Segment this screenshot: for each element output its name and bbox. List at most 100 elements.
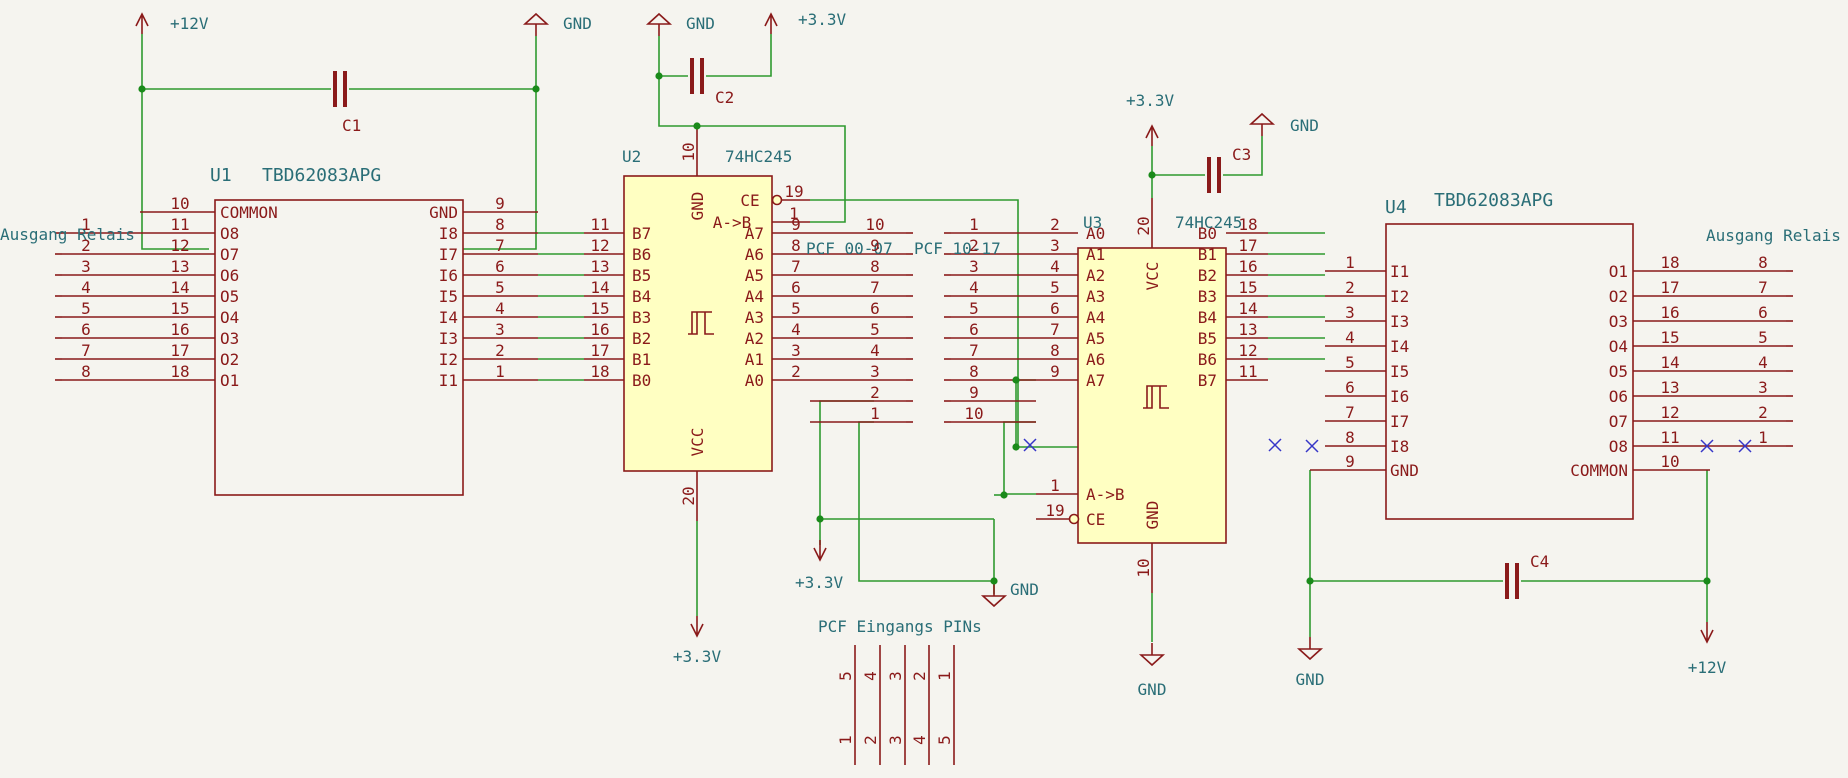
pin-name: A2 (745, 329, 764, 348)
power-label: +3.3V (673, 647, 722, 666)
junction-dot (532, 85, 540, 93)
capacitor-ref: C2 (715, 88, 734, 107)
capacitor-ref: C1 (342, 116, 361, 135)
pin-number: 13 (1660, 378, 1679, 397)
inversion-bubble (771, 194, 783, 206)
pin-name: A1 (745, 350, 764, 369)
pin-name: B5 (1198, 329, 1217, 348)
pin-number: 7 (969, 341, 979, 360)
pin-name: GND (688, 192, 707, 221)
pin-number: 3 (81, 257, 91, 276)
pin-name: COMMON (220, 203, 278, 222)
pin-number: 1 (870, 404, 880, 423)
pin-number: 4 (495, 299, 505, 318)
pin-number: 18 (590, 362, 609, 381)
junction-dot (1012, 376, 1020, 384)
pin-number: 14 (1238, 299, 1257, 318)
pin-number: 2 (1758, 403, 1768, 422)
pin-number: 2 (791, 362, 801, 381)
pin-name: B1 (632, 350, 651, 369)
pin-number: 11 (1660, 428, 1679, 447)
pin-name: I8 (1390, 437, 1409, 456)
pin-number: 10 (170, 194, 189, 213)
pin-name: B5 (632, 266, 651, 285)
pin-number: 4 (861, 671, 880, 681)
connector-label: PCF Eingangs PINs (818, 617, 982, 636)
pin-number: 5 (791, 299, 801, 318)
pin-name: O8 (220, 224, 239, 243)
pin-name: VCC (1143, 262, 1162, 291)
pin-number: 1 (1345, 253, 1355, 272)
pin-name: I2 (1390, 287, 1409, 306)
ground-symbol (1296, 637, 1324, 661)
pin-name: B2 (1198, 266, 1217, 285)
pin-number: 8 (969, 362, 979, 381)
pin-name: O3 (220, 329, 239, 348)
pin-number: 15 (590, 299, 609, 318)
pin-name: O5 (1609, 362, 1628, 381)
pin-name: O1 (1609, 262, 1628, 281)
wire-c2-right (706, 34, 772, 77)
pin-number: 11 (590, 215, 609, 234)
pin-name: I3 (1390, 312, 1409, 331)
component-value: 74HC245 (1175, 213, 1242, 232)
pin-name: CE (740, 191, 759, 210)
power-symbols (135, 12, 1714, 667)
component-ref: U1 (210, 165, 232, 186)
junction-dot (1306, 577, 1314, 585)
junction-dot (655, 72, 663, 80)
wire-u2-ce (810, 199, 1078, 448)
pin-number: 2 (969, 236, 979, 255)
power-arrow-down (690, 616, 704, 638)
power-arrow-up (764, 12, 778, 34)
pin-number: 2 (870, 383, 880, 402)
pin-name: O6 (1609, 387, 1628, 406)
ground-symbol (1248, 112, 1276, 136)
pin-number: 16 (170, 320, 189, 339)
pin-number: 5 (870, 320, 880, 339)
pin-number: 13 (170, 257, 189, 276)
power-label: +3.3V (798, 10, 847, 29)
pin-number: 9 (1345, 452, 1355, 471)
pin-name: GND (1390, 461, 1419, 480)
pin-number: 5 (81, 299, 91, 318)
pin-name: O2 (220, 350, 239, 369)
pin-name: I1 (439, 371, 458, 390)
pin-number: 8 (81, 362, 91, 381)
component-ref: U2 (622, 147, 641, 166)
no-connect-mark (1268, 438, 1282, 452)
junction-dot (138, 85, 146, 93)
pin-number: 10 (964, 404, 983, 423)
connector-label: PCF 00-07 (806, 239, 893, 258)
pin-name: O7 (1609, 412, 1628, 431)
pins (55, 126, 1793, 765)
pin-number: 18 (1660, 253, 1679, 272)
pin-number: 1 (81, 215, 91, 234)
pin-number: 7 (1758, 278, 1768, 297)
pin-name: I6 (1390, 387, 1409, 406)
pin-number: 5 (836, 671, 855, 681)
pin-number: 6 (1758, 303, 1768, 322)
pin-number: 13 (1238, 320, 1257, 339)
pin-number: 3 (1050, 236, 1060, 255)
pin-number: 5 (1050, 278, 1060, 297)
power-arrow-down (1700, 622, 1714, 644)
pin-name: A5 (1086, 329, 1105, 348)
pin-number: 2 (1050, 215, 1060, 234)
pin-number: 2 (1345, 278, 1355, 297)
pin-name: B3 (632, 308, 651, 327)
capacitor-symbol (333, 71, 347, 107)
power-label: +3.3V (1126, 91, 1175, 110)
pin-number: 1 (495, 362, 505, 381)
pin-number: 10 (679, 142, 698, 161)
schmitt-trigger-glyph (688, 311, 714, 335)
wire-pcf-b10 (1003, 421, 1036, 495)
pin-name: A3 (745, 308, 764, 327)
pin-number: 8 (1050, 341, 1060, 360)
pin-number: 20 (1134, 216, 1153, 235)
pin-number: 3 (1758, 378, 1768, 397)
pin-number: 6 (1050, 299, 1060, 318)
pin-name: B4 (632, 287, 651, 306)
power-label: +12V (170, 14, 209, 33)
junction-dot (693, 122, 701, 130)
